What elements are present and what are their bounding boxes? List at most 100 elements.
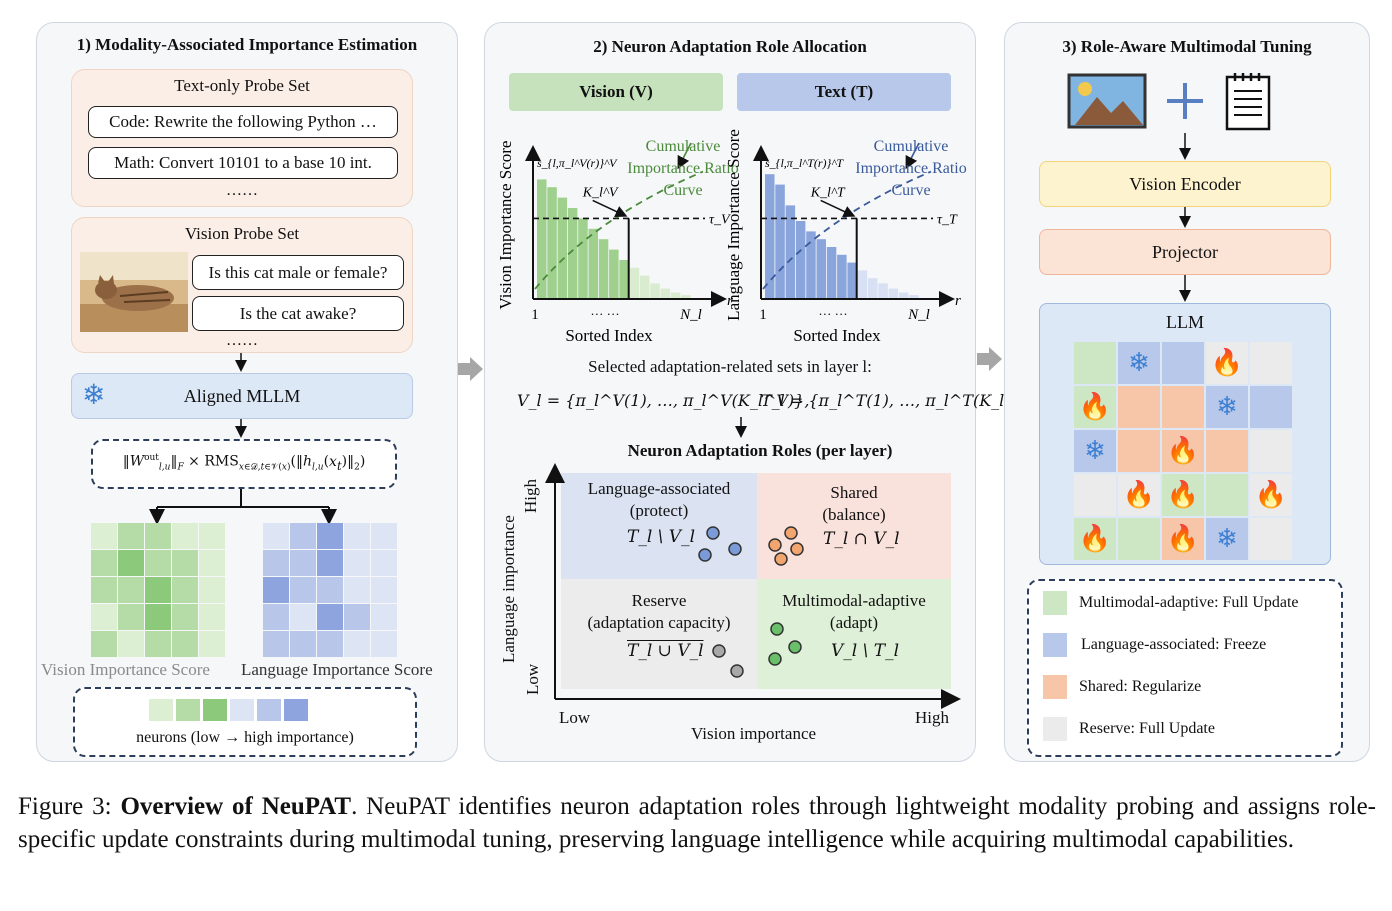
roles-y-high: High — [521, 479, 540, 513]
swatch-blue-high — [284, 699, 308, 721]
legend-item-reserve: Reserve: Full Update — [1043, 717, 1215, 741]
vision-probe-set: Vision Probe Set Is this cat male or fem… — [71, 217, 413, 353]
snowflake-icon: ❄ — [1128, 348, 1150, 377]
pipeline-arrows — [1179, 133, 1191, 302]
heat-cell — [263, 523, 289, 549]
heat-cell — [317, 550, 343, 576]
x-var: r — [955, 293, 961, 309]
heat-cell — [263, 604, 289, 630]
quadrant-reserve-sub: (adaptation capacity) — [587, 613, 731, 632]
panel2-title: 2) Neuron Adaptation Role Allocation — [593, 37, 867, 56]
heat-cell — [290, 550, 316, 576]
heat-cell — [263, 631, 289, 657]
quadrant-reserve: Reserve (adaptation capacity) T_l ∪ V_l — [561, 579, 757, 689]
heat-cell — [344, 577, 370, 603]
tau-label: τ_V — [709, 212, 731, 227]
heat-cell — [199, 631, 225, 657]
legend-label: Multimodal-adaptive: Full Update — [1079, 594, 1299, 611]
llm-neuron-cell — [1250, 342, 1292, 384]
vision-probe-q2: Is the cat awake? — [192, 296, 404, 331]
selected-sets-text: Selected adaptation-related sets in laye… — [485, 357, 975, 377]
llm-neuron-cell — [1118, 518, 1160, 560]
bar — [857, 270, 868, 299]
llm-neuron-cell — [1074, 342, 1116, 384]
dot — [698, 548, 712, 562]
shared-dots — [768, 526, 804, 566]
cat-photo — [80, 252, 188, 332]
llm-neuron-cell: ❄ — [1206, 518, 1248, 560]
curve-label-3: Curve — [891, 182, 930, 199]
llm-neuron-cell — [1162, 342, 1204, 384]
roles-x-low: Low — [559, 708, 591, 727]
legend-swatches — [149, 699, 308, 721]
reserve-dots — [712, 644, 744, 678]
llm-neuron-cell: 🔥 — [1118, 474, 1160, 516]
heat-cell — [172, 631, 198, 657]
panel-multimodal-tuning: 3) Role-Aware Multimodal Tuning Vision E… — [1004, 22, 1370, 762]
bar — [681, 295, 691, 299]
score-symbol: s_{l,π_l^T(r)}^T — [765, 156, 844, 170]
llm-neuron-cell: 🔥 — [1250, 474, 1292, 516]
quadrant-language: Language-associated (protect) T_l \ V_l — [561, 473, 757, 579]
heat-cell — [118, 523, 144, 549]
swatch-green-high — [203, 699, 227, 721]
bar — [537, 179, 547, 299]
bar — [826, 247, 837, 299]
heat-cell — [118, 550, 144, 576]
caption-prefix: Figure 3: — [18, 793, 121, 820]
bar — [765, 174, 775, 299]
llm-neuron-cell — [1074, 474, 1116, 516]
importance-formula: ‖Woutl,u‖F × RMSx∈𝒟,t∈𝒱(x)(‖hl,u(xt)‖2) — [91, 439, 397, 489]
heat-cell — [91, 604, 117, 630]
vision-set-expr: V_l = {π_l^V(1), …, π_l^V(K_l^V)}, — [517, 391, 810, 410]
llm-neuron-cell: 🔥 — [1074, 518, 1116, 560]
swatch-blue-mid — [257, 699, 281, 721]
vision-score-label: Vision Importance Score — [41, 660, 210, 679]
bar — [660, 288, 671, 299]
heat-cell — [344, 604, 370, 630]
arrow-to-roles — [735, 417, 747, 438]
k-pointer — [592, 199, 628, 218]
curve-label-1: Cumulative — [646, 138, 721, 155]
vision-probe-title: Vision Probe Set — [184, 224, 300, 243]
flame-icon: 🔥 — [1166, 436, 1200, 465]
vision-probe-q1: Is this cat male or female? — [192, 255, 404, 290]
heat-cell — [145, 631, 171, 657]
k-pointer — [820, 199, 856, 218]
heat-cell — [172, 523, 198, 549]
bar — [888, 288, 899, 299]
quadrant-multimodal: Multimodal-adaptive (adapt) V_l \ T_l — [757, 579, 951, 689]
vision-header: Vision (V) — [509, 73, 723, 111]
heat-cell — [172, 550, 198, 576]
text-probe-title: Text-only Probe Set — [174, 76, 310, 95]
llm-neuron-cell — [1250, 386, 1292, 428]
bar — [898, 292, 909, 299]
projector: Projector — [1039, 229, 1331, 275]
quadrant-multimodal-expr: V_l \ T_l — [831, 641, 900, 661]
llm-neuron-grid: ❄🔥🔥❄❄🔥🔥🔥🔥🔥🔥❄ — [1074, 342, 1292, 560]
snowflake-icon: ❄ — [82, 380, 106, 411]
cumulative-curve — [762, 170, 932, 290]
formula-text: ‖Woutl,u‖F × RMSx∈𝒟,t∈𝒱(x)(‖hl,u(xt)‖2) — [122, 453, 366, 473]
swatch-blue-low — [230, 699, 254, 721]
swatch-green-mid — [176, 699, 200, 721]
x-start: 1 — [531, 307, 539, 323]
heat-cell — [91, 550, 117, 576]
mllm-label: Aligned MLLM — [183, 386, 301, 406]
bar — [588, 228, 598, 299]
legend-swatch — [1043, 633, 1067, 657]
heat-cell — [371, 604, 397, 630]
snowflake-icon: ❄ — [1084, 436, 1106, 465]
heat-cell — [145, 550, 171, 576]
heat-cell — [317, 631, 343, 657]
role-legend: Multimodal-adaptive: Full Update Languag… — [1027, 579, 1343, 757]
bar — [578, 218, 588, 299]
heat-cell — [172, 604, 198, 630]
heat-cell — [263, 550, 289, 576]
heat-cell — [371, 577, 397, 603]
bar — [909, 295, 919, 299]
bar — [816, 239, 826, 299]
quadrant-shared-expr: T_l ∩ V_l — [823, 529, 900, 549]
flame-icon: 🔥 — [1078, 524, 1112, 553]
legend-label: Reserve: Full Update — [1079, 720, 1215, 737]
